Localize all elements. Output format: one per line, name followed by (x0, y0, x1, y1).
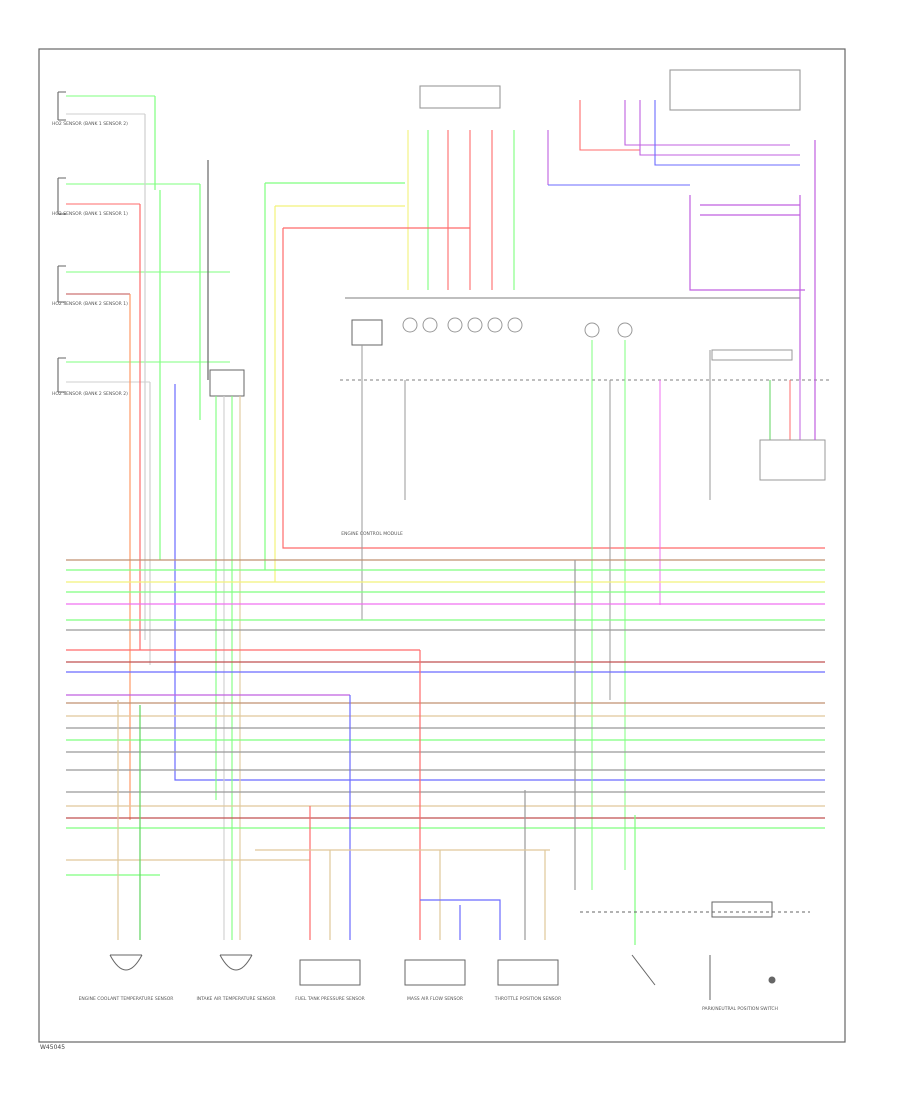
left-feed-wires (129, 96, 825, 820)
bottom-component-label: INTAKE AIR TEMPERATURE SENSOR (196, 996, 275, 1002)
left-sensor-label: HO2 SENSOR (BANK 1 SENSOR 2) (52, 121, 128, 127)
bottom-component-label: MASS AIR FLOW SENSOR (407, 996, 463, 1002)
top-relay-group (407, 69, 801, 290)
ecm-module (351, 317, 826, 890)
bottom-component-label: THROTTLE POSITION SENSOR (494, 996, 561, 1002)
bottom-components (109, 901, 810, 1000)
trunk-lines (264, 182, 830, 582)
component-drops (117, 560, 636, 945)
diagram-frame (38, 48, 846, 1043)
right-feed-wires (689, 140, 816, 440)
bottom-component-label: ENGINE COOLANT TEMPERATURE SENSOR (79, 996, 174, 1002)
bottom-component-label: FUEL TANK PRESSURE SENSOR (295, 996, 365, 1002)
footer-code: W45045 (40, 1044, 65, 1051)
ecm-label: ENGINE CONTROL MODULE (341, 531, 403, 537)
left-connector-block (209, 369, 245, 940)
left-sensor-label: HO2 SENSOR (BANK 1 SENSOR 1) (52, 211, 128, 217)
main-bus (66, 559, 825, 876)
bottom-component-label: PARK/NEUTRAL POSITION SWITCH (702, 1006, 778, 1012)
left-sensor-label: HO2 SENSOR (BANK 2 SENSOR 2) (52, 391, 128, 397)
left-sensor-label: HO2 SENSOR (BANK 2 SENSOR 1) (52, 301, 128, 307)
left-sensor-group (57, 91, 230, 393)
